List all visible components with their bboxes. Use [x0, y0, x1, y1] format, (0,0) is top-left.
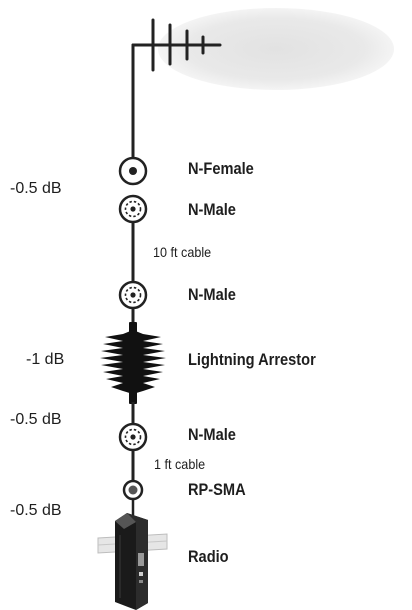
label-lightning-arrestor: Lightning Arrestor [188, 350, 316, 369]
rp-sma-connector-icon [122, 479, 144, 501]
lightning-arrestor-icon [100, 322, 166, 404]
n-male-connector-icon [118, 194, 148, 224]
label-cable-10ft: 10 ft cable [153, 244, 212, 260]
label-n-male-2: N-Male [188, 285, 236, 304]
n-male-connector-icon [118, 280, 148, 310]
label-radio: Radio [188, 547, 229, 566]
loss-connector-bottom: -0.5 dB [10, 502, 62, 519]
label-n-male-1: N-Male [188, 200, 236, 219]
loss-connector-mid: -0.5 dB [10, 411, 62, 428]
label-n-male-3: N-Male [188, 425, 236, 444]
loss-connector-top: -0.5 dB [10, 180, 62, 197]
n-female-connector-icon [118, 156, 148, 186]
loss-arrestor: -1 dB [26, 351, 65, 368]
radio-device-icon [97, 513, 168, 610]
coverage-lobe [158, 8, 394, 90]
antenna-icon [131, 18, 222, 160]
label-rp-sma: RP-SMA [188, 480, 246, 499]
label-cable-1ft: 1 ft cable [154, 456, 206, 472]
label-n-female: N-Female [188, 159, 254, 178]
n-male-connector-icon [118, 422, 148, 452]
